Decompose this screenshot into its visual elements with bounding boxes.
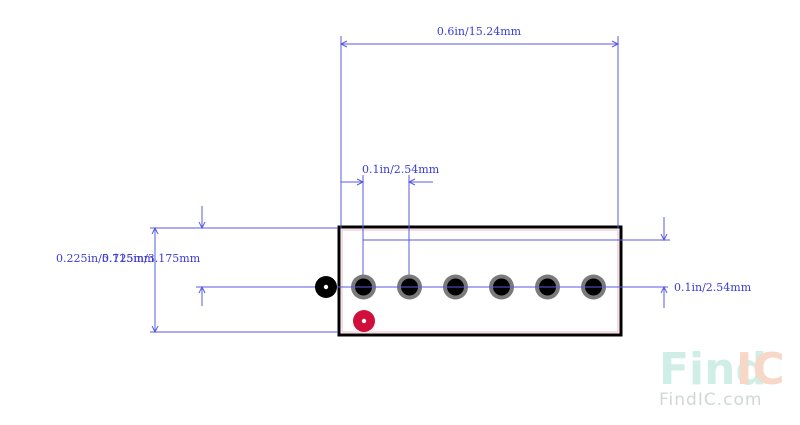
arrow-right-bottom (660, 285, 668, 294)
overall-width-label: 0.6in/15.24mm (437, 25, 522, 38)
pitch-top-label: 0.1in/2.54mm (362, 163, 440, 176)
pin1-marker-dot (361, 318, 367, 324)
courtyard-outline (341, 229, 619, 333)
orientation-dot-center (323, 284, 329, 290)
pad-row (350, 274, 610, 300)
arrow-width-left (339, 40, 348, 48)
watermark-logo-ic: IC (736, 344, 785, 395)
watermark-url: FindIC.com (659, 390, 762, 410)
watermark-logo-find: Find (659, 344, 767, 395)
arrow-height-bottom (151, 325, 159, 334)
arrow-height-top (151, 226, 159, 235)
arrowheads (151, 40, 668, 334)
arrow-pitch-right (407, 178, 416, 186)
arrow-inner-bottom (198, 285, 206, 294)
arrow-right-top (660, 233, 668, 242)
arrow-inner-top (198, 221, 206, 230)
pitch-right-label: 0.1in/2.54mm (674, 281, 752, 294)
arrow-width-right (611, 40, 620, 48)
arrow-pitch-left (356, 178, 365, 186)
height-inner-label: 0.125in/3.175mm (102, 252, 201, 265)
height-outer-label: 0.225in/5.715mm (56, 252, 155, 265)
body-outline (337, 225, 623, 337)
